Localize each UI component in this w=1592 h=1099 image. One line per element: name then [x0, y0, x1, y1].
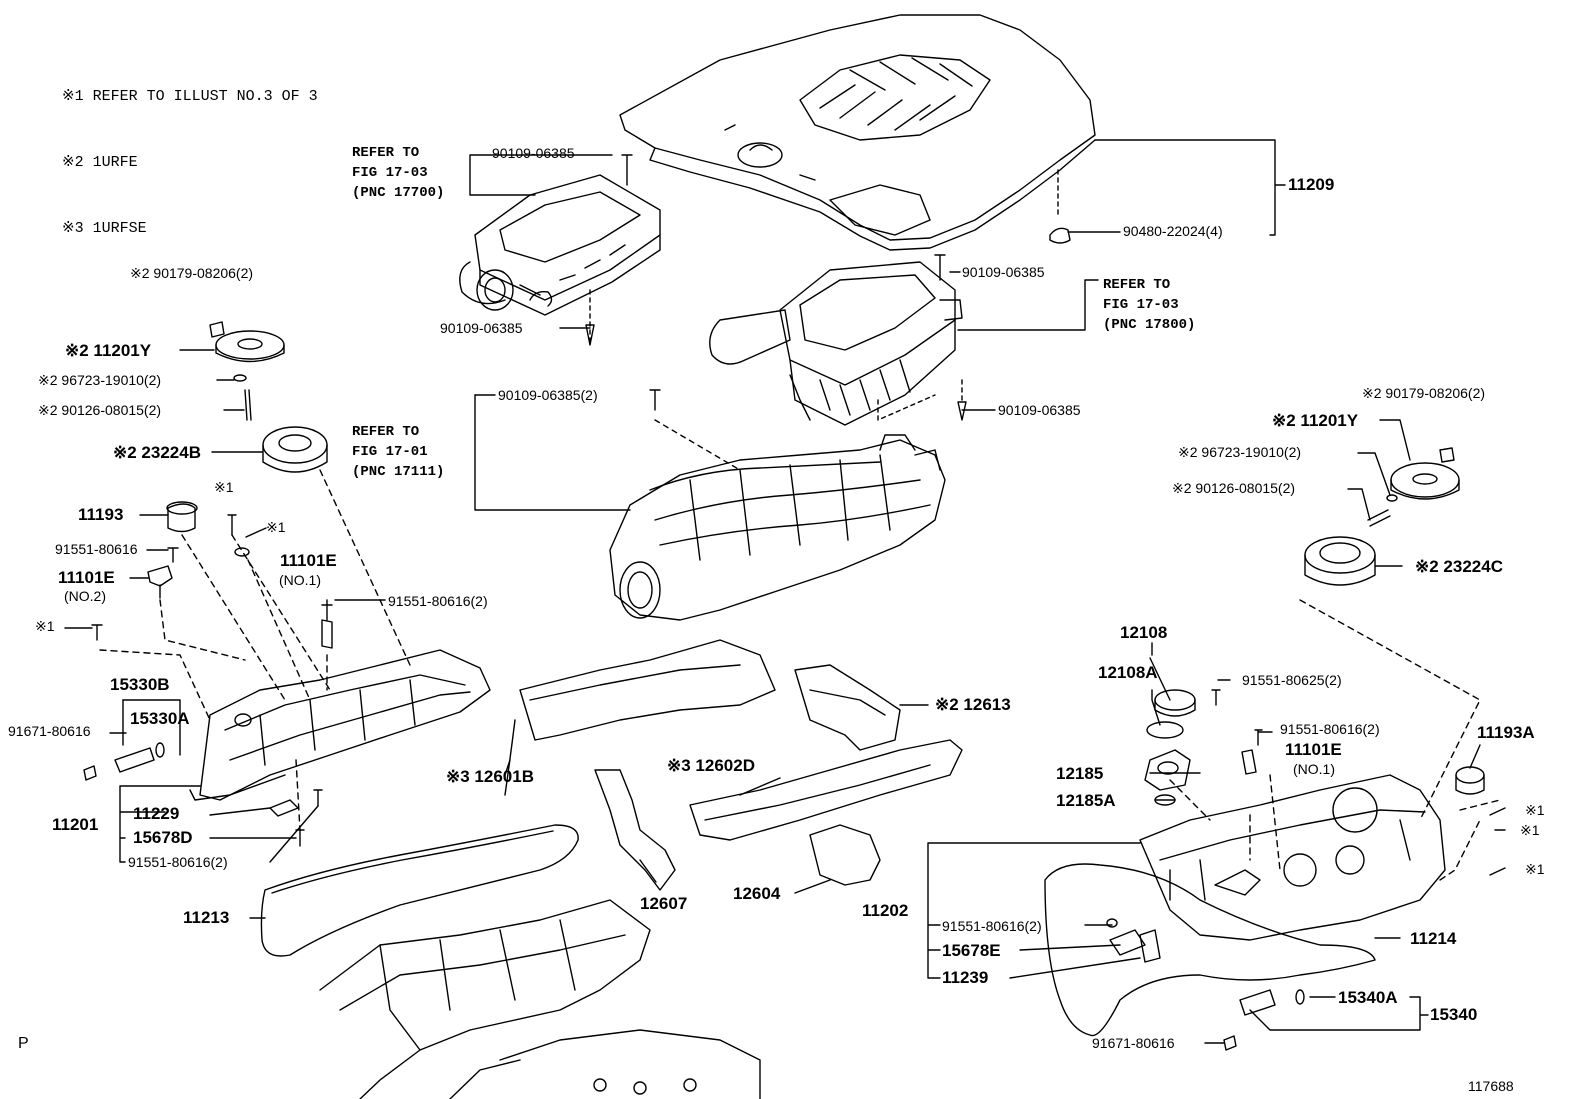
part-label-23224C: ※2 23224C — [1415, 557, 1503, 576]
part-label-90179-08206-right: ※2 90179-08206(2) — [1362, 385, 1486, 401]
part-label-90109-06385-right-top: 90109-06385 — [962, 264, 1045, 280]
intake-manifold-drawing — [609, 434, 946, 621]
notes-list: ※1 REFER TO ILLUST NO.3 OF 3 ※2 1URFE ※3… — [62, 42, 318, 262]
cylinder-head-cover-right-drawing — [1139, 774, 1446, 941]
illustration-number: 117688 — [1468, 1078, 1514, 1094]
part-label-11229: 11229 — [133, 804, 180, 823]
part-label-90109-06385-right-mid: 90109-06385 — [998, 402, 1081, 418]
part-label-11239: 11239 — [942, 968, 989, 987]
part-label-91551-80616-2-bottom-right: 91551-80616(2) — [942, 918, 1042, 934]
part-label-23224B: ※2 23224B — [113, 443, 201, 462]
part-label-no1-left: (NO.1) — [279, 572, 321, 588]
part-label-12108: 12108 — [1120, 623, 1168, 642]
note-3: ※3 1URFSE — [62, 220, 147, 237]
part-label-12108A: 12108A — [1098, 663, 1158, 682]
part-label-15330B: 15330B — [110, 675, 170, 694]
note-marker-1f: ※1 — [1525, 861, 1545, 877]
part-label-11193A: 11193A — [1477, 723, 1535, 742]
note-marker-1a: ※1 — [214, 479, 234, 495]
part-label-91551-80616-left: 91551-80616 — [55, 541, 138, 557]
note-1: ※1 REFER TO ILLUST NO.3 OF 3 — [62, 88, 318, 105]
intake-connector-left-drawing — [459, 174, 661, 316]
note-marker-1e: ※1 — [1520, 822, 1540, 838]
engine-block-drawing — [319, 899, 761, 1099]
part-label-12185: 12185 — [1056, 764, 1104, 783]
note-marker-1d: ※1 — [1525, 802, 1545, 818]
note-2: ※2 1URFE — [62, 154, 138, 171]
part-label-90109-06385-center: 90109-06385(2) — [498, 387, 598, 403]
part-label-90109-06385-top: 90109-06385 — [492, 145, 575, 161]
part-label-90480-22024: 90480-22024(4) — [1123, 223, 1223, 239]
part-label-no1-right: (NO.1) — [1293, 761, 1335, 777]
part-label-91551-80616-2-left: 91551-80616(2) — [388, 593, 488, 609]
part-label-90179-08206-left: ※2 90179-08206(2) — [130, 265, 254, 281]
part-label-12602D: ※3 12602D — [667, 756, 755, 775]
part-label-15678D: 15678D — [133, 828, 193, 847]
part-label-11213: 11213 — [183, 908, 230, 927]
part-label-96723-19010-left: ※2 96723-19010(2) — [38, 372, 162, 388]
part-label-91551-80616-2-right: 91551-80616(2) — [1280, 721, 1380, 737]
part-label-12601B: ※3 12601B — [446, 767, 534, 786]
part-label-91551-80625: 91551-80625(2) — [1242, 672, 1342, 688]
footer-left-letter: P — [18, 1035, 29, 1052]
part-label-11201: 11201 — [52, 815, 99, 834]
engine-cover-drawing — [619, 14, 1096, 251]
part-label-11193: 11193 — [78, 505, 124, 524]
part-label-91671-80616-left: 91671-80616 — [8, 723, 91, 739]
intake-connector-right-drawing — [709, 261, 963, 426]
part-label-11214: 11214 — [1410, 929, 1457, 948]
part-label-15330A: 15330A — [130, 709, 190, 728]
part-label-11101E-no1-right: 11101E — [1285, 740, 1342, 759]
part-label-15340A: 15340A — [1338, 988, 1398, 1007]
part-label-11209: 11209 — [1288, 175, 1335, 194]
part-label-12185A: 12185A — [1056, 791, 1116, 810]
note-marker-1b: ※1 — [266, 519, 286, 535]
part-label-11202: 11202 — [862, 901, 909, 920]
cylinder-head-cover-left-drawing — [189, 649, 491, 801]
part-label-11201Y-left: ※2 11201Y — [65, 341, 152, 360]
part-label-90109-06385-left-mid: 90109-06385 — [440, 320, 523, 336]
part-label-11101E-no2: 11101E — [58, 568, 115, 587]
part-label-91671-80616-right: 91671-80616 — [1092, 1035, 1175, 1051]
part-label-11101E-no1-left: 11101E — [280, 551, 337, 570]
part-label-12613: ※2 12613 — [935, 695, 1011, 714]
part-label-90126-08015-right: ※2 90126-08015(2) — [1172, 480, 1296, 496]
part-label-90126-08015-left: ※2 90126-08015(2) — [38, 402, 162, 418]
refer-block-manifold: REFER TO FIG 17-01 (PNC 17111) — [352, 424, 445, 480]
part-label-96723-19010-right: ※2 96723-19010(2) — [1178, 444, 1302, 460]
refer-block-air-right: REFER TO FIG 17-03 (PNC 17800) — [1103, 277, 1196, 333]
refer-block-air-left: REFER TO FIG 17-03 (PNC 17700) — [352, 145, 445, 201]
part-label-91551-80616-2-bottom-left: 91551-80616(2) — [128, 854, 228, 870]
part-label-no2: (NO.2) — [64, 588, 106, 604]
part-label-15340: 15340 — [1430, 1005, 1478, 1024]
part-label-12604: 12604 — [733, 884, 781, 903]
part-label-15678E: 15678E — [942, 941, 1001, 960]
part-label-12607: 12607 — [640, 894, 688, 913]
note-marker-1c: ※1 — [35, 618, 55, 634]
part-label-11201Y-right: ※2 11201Y — [1272, 411, 1359, 430]
